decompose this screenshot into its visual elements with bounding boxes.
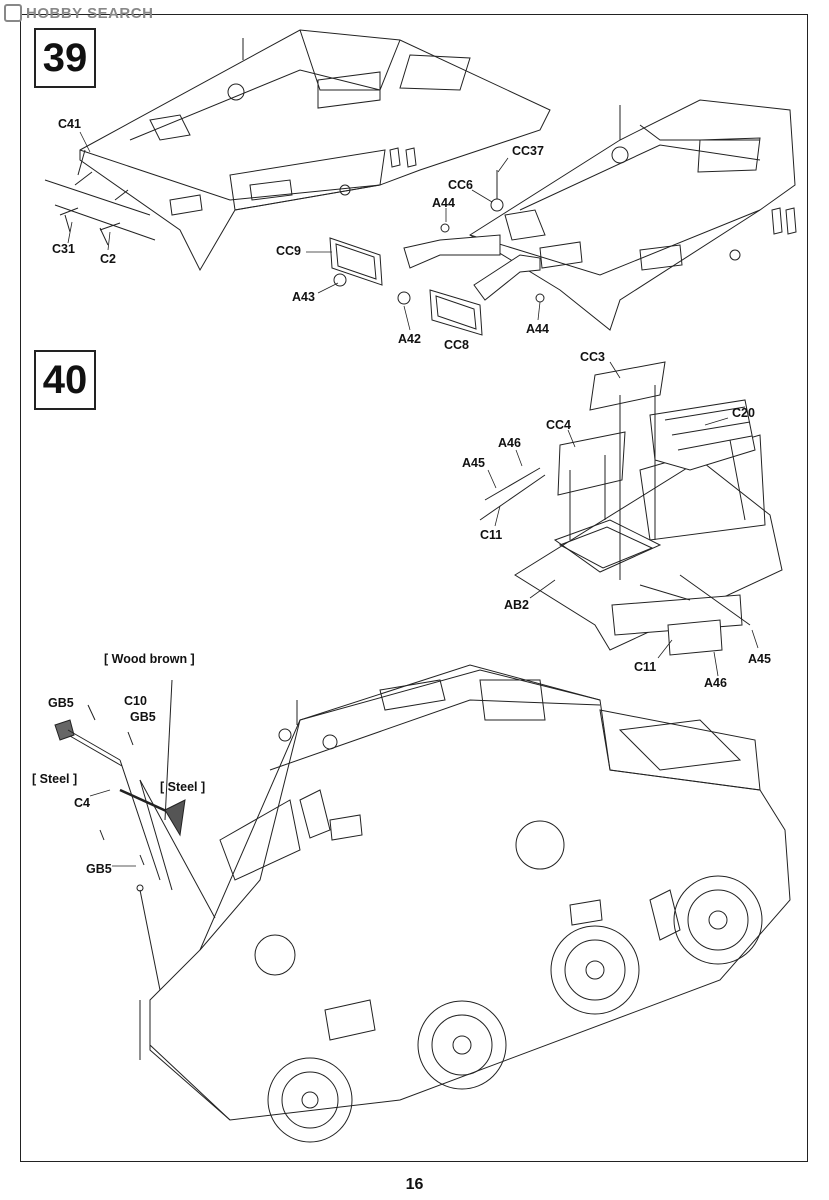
part-label-c2: C2: [100, 252, 116, 266]
tools-parts: [55, 680, 215, 918]
part-label-gb5-c: GB5: [86, 862, 112, 876]
part-label-a46-bottom: A46: [704, 676, 727, 690]
watermark: HOBBY SEARCH: [4, 4, 153, 22]
part-label-a45-bottom: A45: [748, 652, 771, 666]
part-label-c11-bottom: C11: [634, 660, 657, 674]
paint-label-steel-b: [ Steel ]: [160, 780, 206, 794]
paint-label-steel-a: [ Steel ]: [32, 772, 78, 786]
part-label-cc3: CC3: [580, 350, 606, 364]
step39-hull-left: [80, 30, 550, 270]
step-40-number: 40: [42, 357, 88, 402]
step39-small-parts-left: [45, 150, 155, 245]
step-40-badge: 40: [34, 350, 96, 410]
paint-label-wood-brown: [ Wood brown ]: [104, 652, 195, 666]
part-label-cc6: CC6: [448, 178, 474, 192]
vehicle-full-assembly: [137, 665, 790, 1142]
part-label-c31: C31: [52, 242, 75, 256]
part-label-c41: C41: [58, 117, 81, 131]
part-label-cc4: CC4: [546, 418, 572, 432]
step40-deck-assembly: [480, 362, 782, 655]
hobby-search-logo-icon: [4, 4, 22, 22]
step39-hull-right: [470, 100, 796, 330]
leader-lines: [68, 132, 758, 866]
watermark-text: HOBBY SEARCH: [26, 4, 154, 22]
step-39-number: 39: [42, 35, 88, 80]
part-label-gb5-b: GB5: [130, 710, 156, 724]
page-number: 16: [405, 1176, 424, 1193]
part-label-c10: C10: [124, 694, 147, 708]
part-label-a44-top: A44: [432, 196, 455, 210]
part-label-c20: C20: [732, 406, 755, 420]
part-label-a42: A42: [398, 332, 421, 346]
part-label-a43: A43: [292, 290, 315, 304]
part-label-ab2: AB2: [504, 598, 530, 612]
step39-arrows: [404, 235, 540, 300]
part-label-a44-bottom: A44: [526, 322, 549, 336]
part-label-gb5-a: GB5: [48, 696, 74, 710]
part-label-c11-top: C11: [480, 528, 503, 542]
page-frame: [20, 14, 808, 1162]
step39-hatch-parts: [330, 170, 544, 335]
part-label-cc9: CC9: [276, 244, 302, 258]
part-label-cc37: CC37: [512, 144, 544, 158]
step-39-badge: 39: [34, 28, 96, 88]
part-label-c4: C4: [74, 796, 90, 810]
part-label-cc8: CC8: [444, 338, 470, 352]
part-label-a45-top: A45: [462, 456, 485, 470]
part-label-a46-top: A46: [498, 436, 521, 450]
